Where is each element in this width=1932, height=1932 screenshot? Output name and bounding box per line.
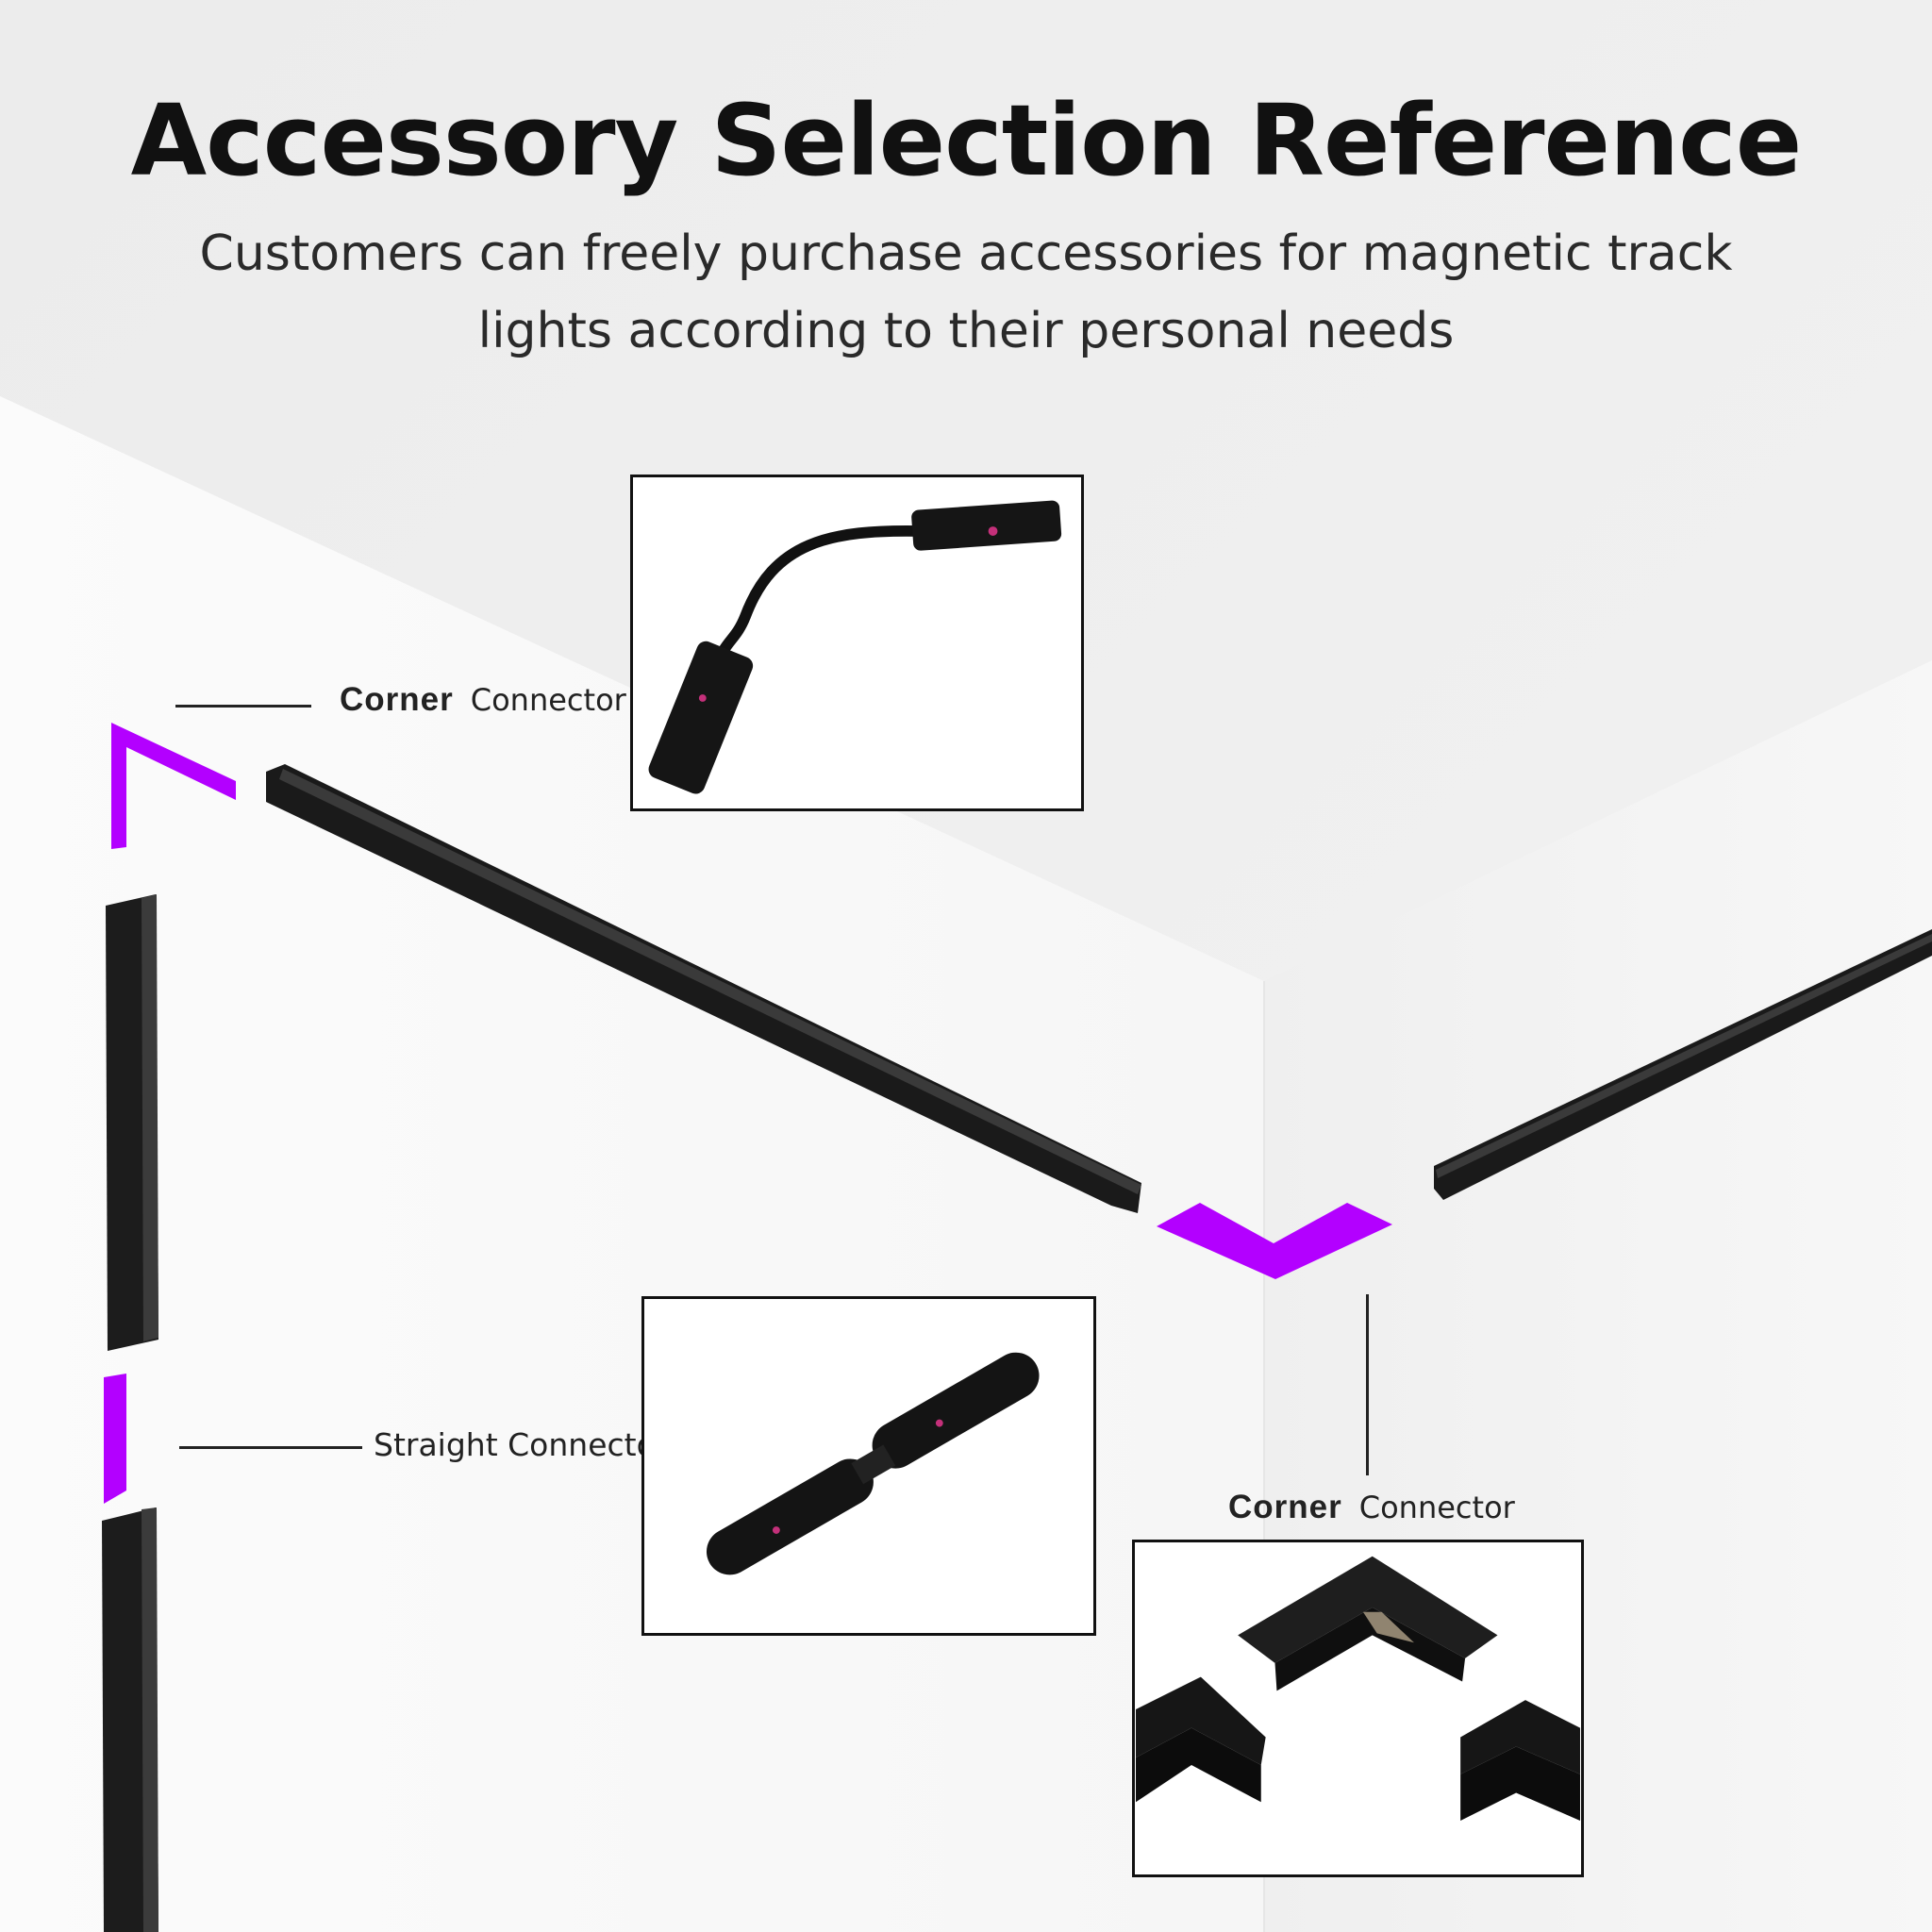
track-diagonal-left (266, 764, 1141, 1213)
page-subtitle: Customers can freely purchase accessorie… (189, 215, 1743, 370)
track-vertical-upper (106, 894, 158, 1351)
connector-head-right (911, 500, 1062, 551)
track-diagonal-right (1434, 929, 1932, 1200)
photo-straight-connector (641, 1296, 1096, 1636)
label-weak: Connector (470, 682, 626, 718)
connector-half-right (872, 1352, 1040, 1469)
label-strong: Corner (340, 681, 454, 718)
leader-line-corner-top (175, 705, 311, 708)
subtitle-line-1: Customers can freely purchase accessorie… (199, 225, 1733, 282)
photo-l-corner-connector (1132, 1540, 1584, 1877)
label-corner-connector-bottom: Corner Connector (1228, 1489, 1515, 1526)
label-weak: Connector (1358, 1490, 1515, 1525)
photo-corner-connector-flexible (630, 475, 1084, 811)
track-vertical-lower (102, 1507, 158, 1932)
leader-line-corner-bottom (1366, 1294, 1369, 1475)
l-connector-body (1238, 1556, 1498, 1663)
label-strong: Corner (1228, 1489, 1342, 1525)
corner-highlight-top-left (111, 723, 236, 849)
connector-head-left (648, 641, 754, 794)
connector-half-left (706, 1458, 874, 1575)
track-piece-left (1136, 1676, 1266, 1765)
corner-highlight-center (1157, 1203, 1392, 1279)
page-title: Accessory Selection Reference (130, 83, 1803, 198)
track-piece-right (1460, 1700, 1580, 1774)
leader-line-straight (179, 1446, 362, 1449)
straight-highlight (104, 1374, 126, 1504)
subtitle-line-2: lights according to their personal needs (477, 303, 1455, 359)
label-corner-connector-top: Corner Connector (340, 681, 626, 719)
label-straight-connector: Straight Connector (374, 1426, 669, 1463)
